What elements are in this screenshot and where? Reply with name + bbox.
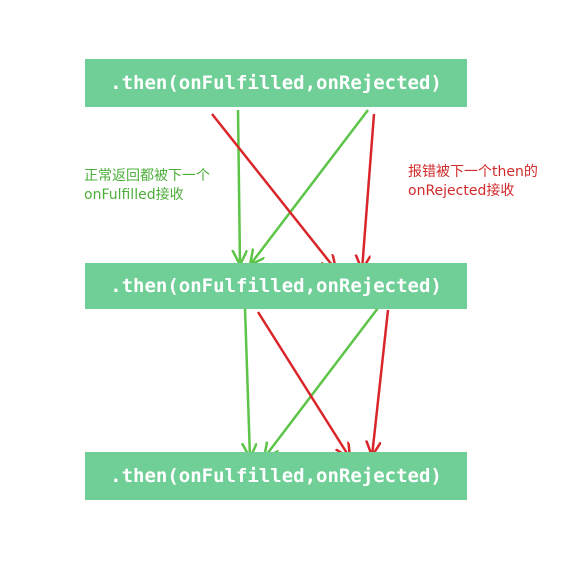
then-box-2-label: .then(onFulfilled,onRejected)	[110, 275, 442, 297]
green-arrow-fulfilled-straight-1	[238, 109, 240, 265]
red-arrow-rejected-straight-1	[362, 113, 376, 270]
fulfilled-note-line-1: 正常返回都被下一个	[84, 168, 210, 184]
then-box-2: .then(onFulfilled,onRejected)	[85, 263, 467, 309]
red-arrow-rejected-straight-2	[372, 309, 390, 456]
fulfilled-note: 正常返回都被下一个 onFulfilled接收	[84, 167, 210, 205]
then-box-1-label: .then(onFulfilled,onRejected)	[110, 72, 442, 94]
red-arrow-fulfilled-to-rejected-1	[211, 113, 336, 270]
rejected-note-line-2: onRejected接收	[408, 183, 515, 199]
green-arrow-rejected-to-fulfilled-1	[250, 109, 369, 265]
green-arrow-fulfilled-straight-2	[245, 307, 250, 458]
green-arrow-rejected-to-fulfilled-2	[264, 307, 379, 458]
fulfilled-note-line-2: onFulfilled接收	[84, 187, 184, 203]
then-box-1: .then(onFulfilled,onRejected)	[85, 59, 467, 107]
red-arrow-fulfilled-to-rejected-2	[256, 311, 350, 458]
rejected-note: 报错被下一个then的 onRejected接收	[408, 163, 538, 201]
then-box-3-label: .then(onFulfilled,onRejected)	[110, 465, 442, 487]
rejected-note-line-1: 报错被下一个then的	[408, 164, 538, 180]
then-box-3: .then(onFulfilled,onRejected)	[85, 452, 467, 500]
